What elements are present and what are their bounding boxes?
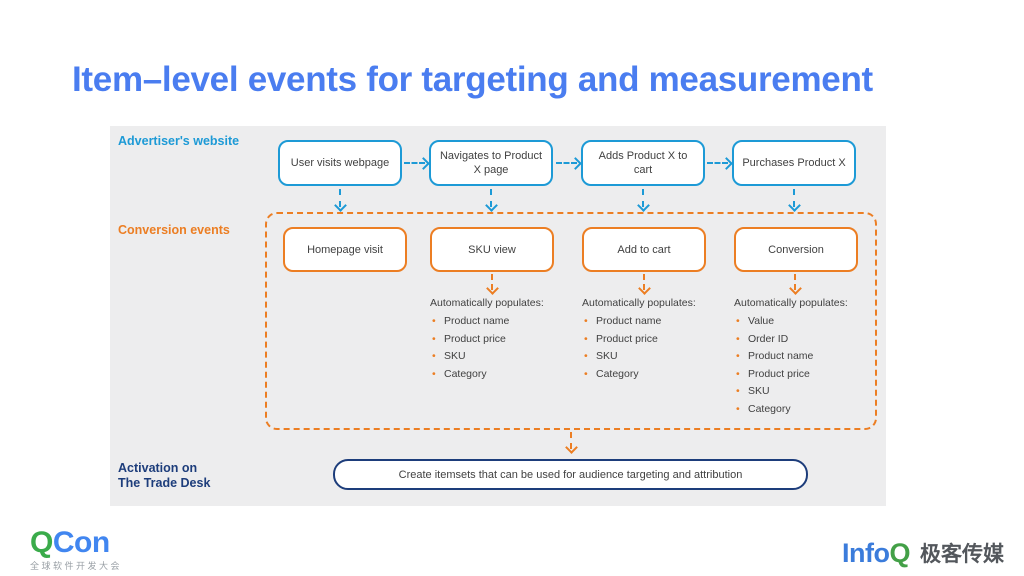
qcon-subtitle: 全球软件开发大会 bbox=[30, 561, 123, 571]
event-box-label: Conversion bbox=[768, 243, 824, 256]
list-item: Value bbox=[734, 316, 884, 327]
event-box-label: Homepage visit bbox=[307, 243, 383, 256]
row-label-advertisers-website: Advertiser's website bbox=[118, 134, 240, 148]
list-item: SKU bbox=[582, 351, 732, 362]
event-box-label: SKU view bbox=[468, 243, 516, 256]
row-label-activation-line2: The Trade Desk bbox=[118, 476, 211, 490]
arrow-down-icon bbox=[491, 274, 493, 290]
infoq-q: Q bbox=[889, 537, 910, 568]
arrow-down-icon bbox=[643, 274, 645, 290]
diagram-panel: Advertiser's website User visits webpage… bbox=[110, 126, 886, 506]
arrow-down-icon bbox=[570, 432, 572, 449]
infoq-info: Info bbox=[842, 537, 890, 568]
flow-box-label: Purchases Product X bbox=[742, 157, 846, 169]
list-item: Product price bbox=[734, 368, 884, 380]
activation-itemsets-box: Create itemsets that can be used for aud… bbox=[333, 459, 808, 490]
infoq-logo: InfoQ 极客传媒 bbox=[842, 538, 1004, 568]
populate-list-sku-view: Automatically populates: Product name Pr… bbox=[430, 297, 580, 386]
populate-list-heading: Automatically populates: bbox=[430, 297, 544, 309]
qcon-con: Con bbox=[52, 526, 110, 559]
list-item: Product price bbox=[430, 333, 580, 345]
arrow-down-icon bbox=[490, 189, 492, 207]
list-item: Category bbox=[734, 403, 884, 415]
page-title: Item–level events for targeting and meas… bbox=[72, 60, 873, 99]
flow-box-label: User visits webpage bbox=[290, 157, 390, 169]
arrow-down-icon bbox=[642, 189, 644, 207]
list-item: Order ID bbox=[734, 333, 884, 345]
row-label-activation: Activation on The Trade Desk bbox=[118, 461, 210, 491]
arrow-down-icon bbox=[339, 189, 341, 207]
infoq-wordmark: InfoQ bbox=[842, 537, 910, 568]
qcon-q: Q bbox=[30, 526, 53, 559]
list-item: Product name bbox=[582, 316, 732, 327]
arrow-down-icon bbox=[793, 189, 795, 207]
event-box-add-to-cart: Add to cart bbox=[582, 227, 706, 272]
flow-box-user-visits-webpage: User visits webpage bbox=[278, 140, 402, 186]
arrow-right-icon bbox=[556, 162, 577, 164]
list-item: Product name bbox=[430, 316, 580, 327]
list-item: Product name bbox=[734, 351, 884, 362]
row-label-activation-line1: Activation on bbox=[118, 461, 198, 475]
populate-list-conversion: Automatically populates: Value Order ID … bbox=[734, 297, 884, 421]
arrow-right-icon bbox=[404, 162, 425, 164]
flow-box-label: Navigates to Product X page bbox=[439, 150, 543, 176]
populate-list-heading: Automatically populates: bbox=[734, 297, 848, 309]
event-box-homepage-visit: Homepage visit bbox=[283, 227, 407, 272]
flow-box-purchases-product-x: Purchases Product X bbox=[732, 140, 856, 186]
flow-box-adds-product-x-to-cart: Adds Product X to cart bbox=[581, 140, 705, 186]
populate-list-items: Value Order ID Product name Product pric… bbox=[734, 316, 884, 414]
event-box-sku-view: SKU view bbox=[430, 227, 554, 272]
list-item: Product price bbox=[582, 333, 732, 345]
activation-box-label: Create itemsets that can be used for aud… bbox=[398, 468, 743, 481]
list-item: SKU bbox=[734, 386, 884, 397]
list-item: Category bbox=[430, 368, 580, 380]
flow-box-label: Adds Product X to cart bbox=[598, 150, 688, 176]
arrow-right-icon bbox=[707, 162, 728, 164]
populate-list-items: Product name Product price SKU Category bbox=[582, 316, 732, 379]
event-box-conversion: Conversion bbox=[734, 227, 858, 272]
infoq-brand-name: 极客传媒 bbox=[920, 543, 1004, 566]
flow-box-navigates-product-x-page: Navigates to Product X page bbox=[429, 140, 553, 186]
row-label-conversion-events: Conversion events bbox=[118, 223, 230, 237]
qcon-wordmark: QCon bbox=[30, 526, 122, 559]
populate-list-heading: Automatically populates: bbox=[582, 297, 696, 309]
list-item: SKU bbox=[430, 351, 580, 362]
list-item: Category bbox=[582, 368, 732, 380]
arrow-down-icon bbox=[794, 274, 796, 290]
event-box-label: Add to cart bbox=[617, 243, 671, 256]
populate-list-items: Product name Product price SKU Category bbox=[430, 316, 580, 379]
qcon-logo: QCon 全球软件开发大会 bbox=[30, 526, 123, 572]
populate-list-add-to-cart: Automatically populates: Product name Pr… bbox=[582, 297, 732, 386]
